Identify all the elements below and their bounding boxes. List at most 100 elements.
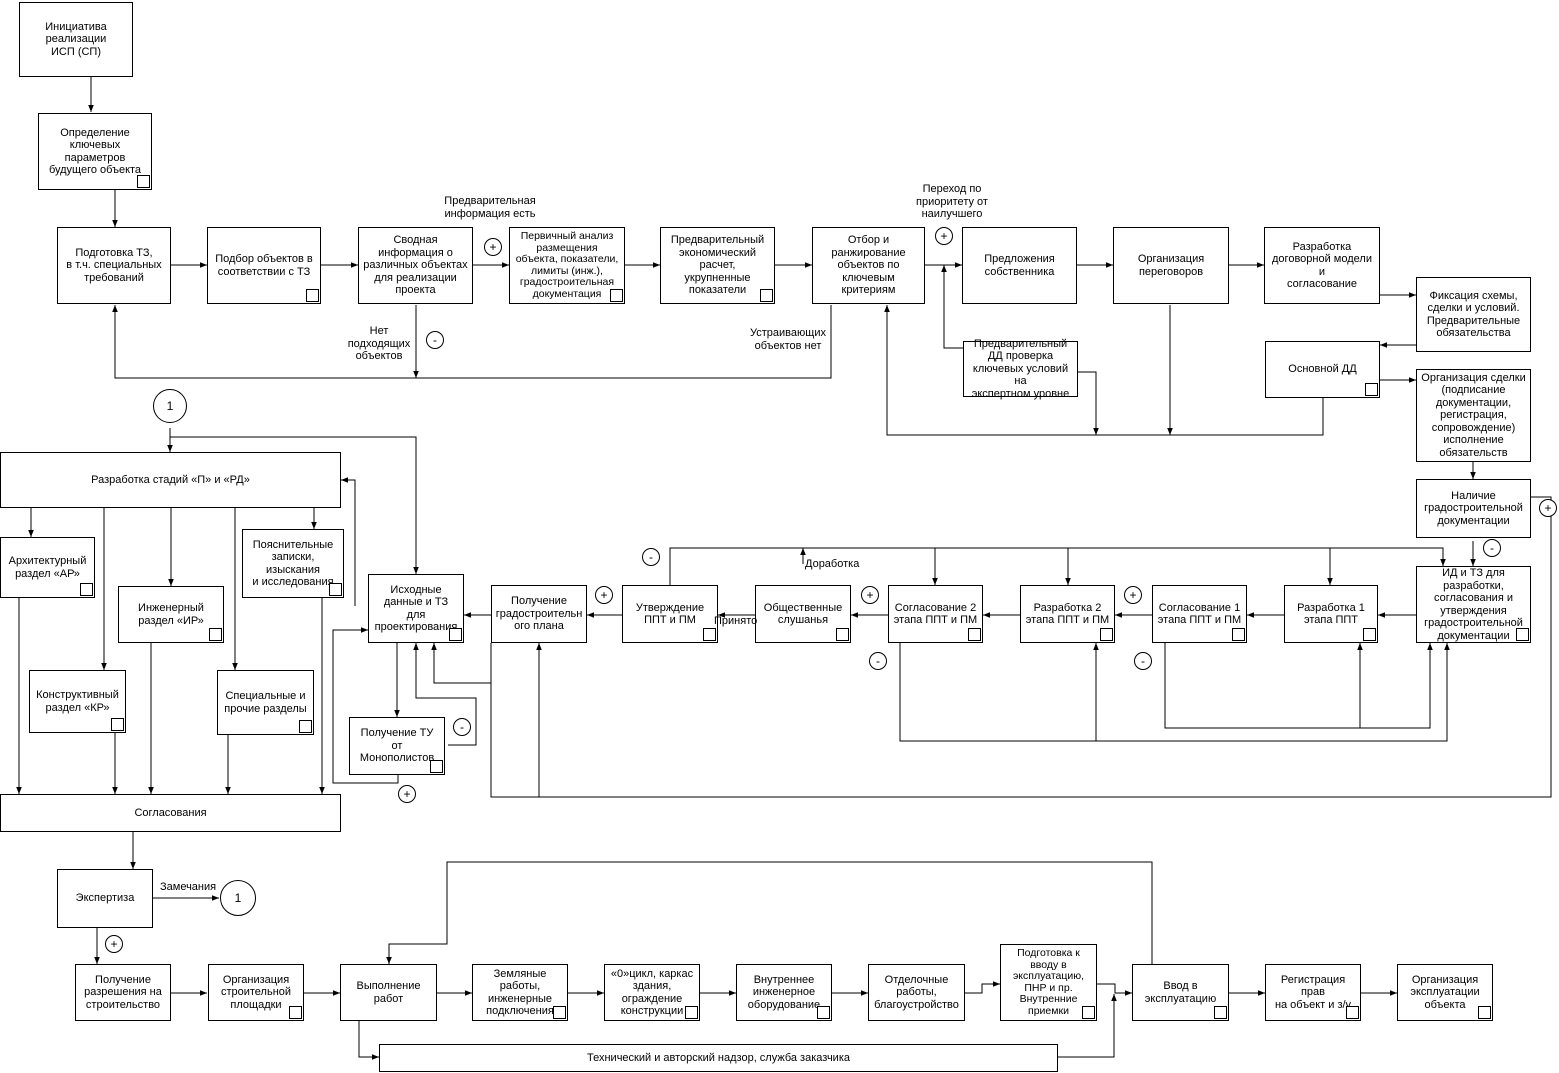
box-label: Подготовка к вводу в эксплуатацию, ПНР и… [1012, 947, 1085, 1017]
detail-square-icon [968, 628, 981, 641]
dev2-box[interactable]: Разработка 2 этапа ППТ и ПМ [1020, 585, 1115, 643]
ranking-box[interactable]: Отбор и ранжирование объектов по ключевы… [812, 227, 925, 304]
connector-line [1058, 994, 1117, 1058]
tz-prep-box[interactable]: Подготовка ТЗ, в т.ч. специальных требов… [57, 227, 171, 304]
special-box[interactable]: Специальные и прочие разделы [217, 670, 314, 735]
ar-box[interactable]: Архитектурный раздел «АР» [0, 537, 95, 598]
summary-info-box[interactable]: Сводная информация о различных объектах … [358, 227, 473, 304]
connector-line [341, 477, 356, 606]
connector-line [965, 981, 1000, 994]
detail-square-icon [553, 1006, 566, 1019]
earth-box[interactable]: Земляные работы, инженерные подключения [472, 964, 568, 1021]
commissioning-prep-box[interactable]: Подготовка к вводу в эксплуатацию, ПНР и… [1000, 944, 1097, 1021]
approvals-box[interactable]: Согласования [0, 794, 341, 832]
supervision-box[interactable]: Технический и авторский надзор, служба з… [379, 1044, 1058, 1072]
operation-box[interactable]: Организация эксплуатации объекта [1397, 964, 1493, 1021]
ir-box[interactable]: Инженерный раздел «ИР» [118, 586, 224, 643]
minus-marker: - [642, 548, 660, 566]
deal-org-box[interactable]: Организация сделки (подписание документа… [1416, 369, 1531, 462]
box-label: Разработка 1 этапа ППТ [1297, 601, 1365, 627]
detail-square-icon [1346, 1006, 1359, 1019]
negotiations-box[interactable]: Организация переговоров [1113, 227, 1229, 304]
connector-line [115, 305, 832, 379]
connector-1-marker: 1 [153, 389, 187, 423]
detail-square-icon [1478, 1006, 1491, 1019]
key-params-box[interactable]: Определение ключевых параметров будущего… [38, 113, 152, 190]
detail-square-icon [299, 720, 312, 733]
input-data-box[interactable]: Исходные данные и ТЗ для проектирования [368, 574, 464, 643]
box-label: Конструктивный раздел «КР» [36, 689, 119, 714]
box-label: Ввод в эксплуатацию [1144, 980, 1217, 1005]
fix-scheme-box[interactable]: Фиксация схемы, сделки и условий. Предва… [1416, 277, 1531, 352]
owner-offers-box[interactable]: Предложения собственника [962, 227, 1077, 304]
detail-square-icon [703, 628, 716, 641]
detail-square-icon [1100, 628, 1113, 641]
plus-marker: + [595, 586, 613, 604]
connector-line [884, 305, 1324, 436]
box-label: Регистрация прав на объект и з/у [1274, 973, 1352, 1011]
box-label: ИД и ТЗ для разработки, согласования и у… [1424, 567, 1523, 642]
approve-ppt-box[interactable]: Утверждение ППТ и ПМ [622, 585, 718, 643]
appr2-box[interactable]: Согласование 2 этапа ППТ и ПМ [888, 585, 983, 643]
detail-square-icon [1363, 628, 1376, 641]
kr-box[interactable]: Конструктивный раздел «КР» [29, 670, 126, 733]
detail-square-icon [137, 175, 150, 188]
box-label: Подбор объектов в соответствии с ТЗ [215, 253, 313, 278]
detail-square-icon [329, 583, 342, 596]
box-label: Земляные работы, инженерные подключения [486, 967, 554, 1018]
zero-cycle-box[interactable]: «0»цикл, каркас здания, ограждение конст… [604, 964, 700, 1021]
connector-line [358, 1021, 379, 1060]
main-dd-box[interactable]: Основной ДД [1265, 341, 1380, 398]
box-label: Определение ключевых параметров будущего… [48, 126, 142, 177]
detail-square-icon [1365, 383, 1378, 396]
finishing-box[interactable]: Отделочные работы, благоустройство [868, 964, 965, 1021]
expertise-box[interactable]: Экспертиза [57, 869, 153, 928]
connector-line [941, 265, 963, 349]
minus-marker: - [869, 652, 887, 670]
detail-square-icon [760, 289, 773, 302]
box-label: «0»цикл, каркас здания, ограждение конст… [610, 967, 694, 1018]
connector-line [1164, 643, 1433, 729]
registration-box[interactable]: Регистрация прав на объект и з/у [1265, 964, 1361, 1021]
remarks-label: Замечания [160, 881, 217, 893]
connector-line [386, 861, 1153, 964]
id-tz-box[interactable]: ИД и ТЗ для разработки, согласования и у… [1416, 566, 1531, 643]
box-label: Основной ДД [1288, 363, 1357, 376]
box-label: Организация эксплуатации объекта [1410, 973, 1480, 1011]
connector-line [669, 547, 1446, 585]
box-label: Согласование 1 этапа ППТ и ПМ [1157, 601, 1242, 627]
stages-box[interactable]: Разработка стадий «П» и «РД» [0, 452, 341, 508]
commissioning-box[interactable]: Ввод в эксплуатацию [1132, 964, 1229, 1021]
box-label: Разработка 2 этапа ППТ и ПМ [1025, 601, 1110, 627]
detail-square-icon [306, 289, 319, 302]
minus-marker: - [1134, 652, 1152, 670]
prelim-dd-box[interactable]: Предварительный ДД проверка ключевых усл… [963, 338, 1078, 400]
detail-square-icon [817, 1006, 830, 1019]
initiative-box[interactable]: Инициатива реализации ИСП (СП) [19, 2, 133, 77]
box-label: Исходные данные и ТЗ для проектирования [374, 583, 458, 634]
tu-box[interactable]: Получение ТУ от Монополистов [349, 717, 445, 775]
priority-transition-label: Переход по приоритету от наилучшего [916, 183, 988, 220]
detail-square-icon [610, 289, 623, 302]
object-select-box[interactable]: Подбор объектов в соответствии с ТЗ [207, 227, 321, 304]
detail-square-icon [1082, 1006, 1095, 1019]
connector-line [899, 643, 1450, 742]
site-org-box[interactable]: Организация строительной площадки [208, 964, 304, 1021]
dev1-box[interactable]: Разработка 1 этапа ППТ [1284, 585, 1378, 643]
prelim-econ-box[interactable]: Предварительный экономический расчет, ук… [660, 227, 775, 304]
minus-marker: - [453, 718, 471, 736]
plus-marker: + [1124, 586, 1142, 604]
permit-box[interactable]: Получение разрешения на строительство [75, 964, 171, 1021]
detail-square-icon [80, 583, 93, 596]
contract-model-box[interactable]: Разработка договорной модели и согласова… [1264, 227, 1380, 304]
no-objects-label: Нет подходящих объектов [347, 325, 411, 362]
notes-box[interactable]: Пояснительные записки, изыскания и иссле… [242, 529, 344, 598]
gpzu-box[interactable]: Получение градостроительн ого плана [491, 585, 587, 643]
primary-analysis-box[interactable]: Первичный анализ размещения объекта, пок… [509, 227, 625, 304]
hearings-box[interactable]: Общественные слушанья [755, 585, 851, 643]
urban-docs-box[interactable]: Наличие градостроительной документации [1416, 479, 1531, 538]
appr1-box[interactable]: Согласование 1 этапа ППТ и ПМ [1152, 585, 1247, 643]
works-box[interactable]: Выполнение работ [340, 964, 437, 1021]
internal-eq-box[interactable]: Внутреннее инженерное оборудование [736, 964, 832, 1021]
